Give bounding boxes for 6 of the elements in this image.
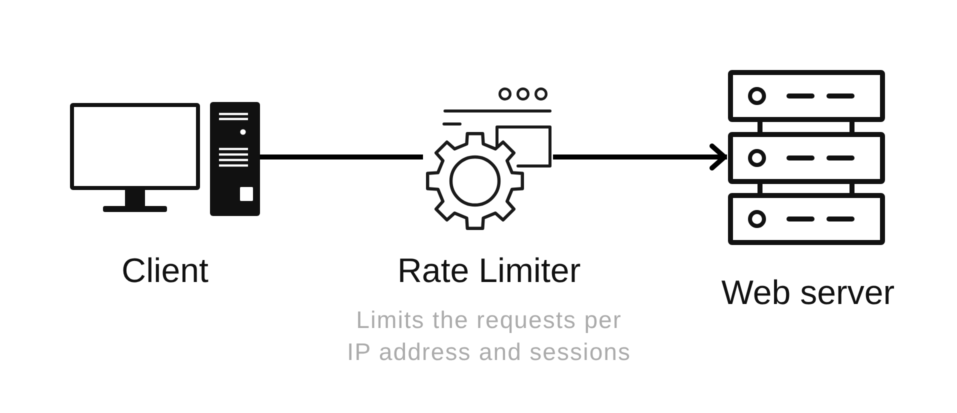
connector-line xyxy=(260,154,423,160)
node-description: Limits the requests per IP address and sessions xyxy=(346,306,632,368)
arrow xyxy=(553,144,727,170)
node-label: Web server xyxy=(721,273,895,313)
node-label: Client xyxy=(122,251,208,291)
node-label: Rate Limiter xyxy=(397,251,581,291)
